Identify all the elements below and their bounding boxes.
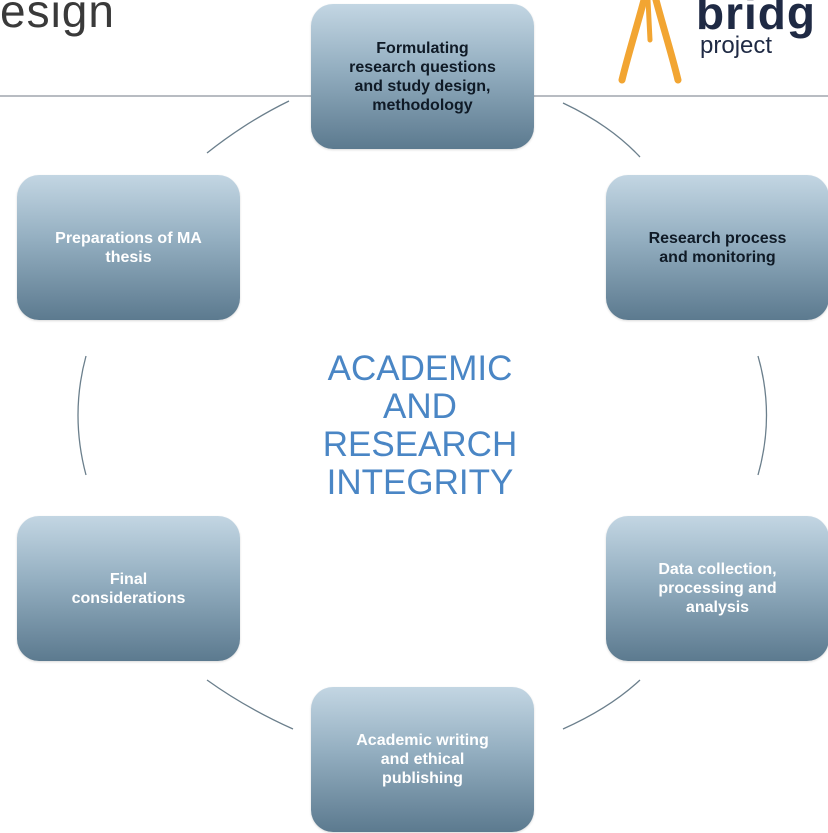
node-label: Formulating research questions and study… [349, 39, 496, 114]
connector-2-3 [757, 355, 768, 476]
connector-5-6 [77, 355, 87, 476]
connector-3-4 [562, 679, 641, 730]
connector-6-1 [206, 100, 290, 154]
logo-arc-icon [618, 0, 682, 84]
connector-1-2 [562, 102, 641, 158]
node-label: Preparations of MA thesis [55, 229, 202, 266]
page-title: esign [0, 0, 115, 37]
node-label: Data collection, processing and analysis [658, 561, 777, 616]
cycle-node-research-process: Research process and monitoring [606, 175, 828, 320]
node-label: Research process and monitoring [648, 229, 787, 266]
cycle-node-ma-thesis: Preparations of MA thesis [17, 175, 240, 320]
node-label: Academic writing and ethical publishing [356, 732, 489, 787]
cycle-node-formulating-research: Formulating research questions and study… [311, 4, 534, 149]
connector-4-5 [206, 679, 294, 730]
center-label: ACADEMIC AND RESEARCH INTEGRITY [322, 349, 518, 502]
cycle-node-final-considerations: Final considerations [17, 516, 240, 661]
bridge-project-logo: bridg project [612, 0, 828, 84]
cycle-node-data-collection: Data collection, processing and analysis [606, 516, 828, 661]
logo-subtitle: project [700, 32, 773, 59]
cycle-node-academic-writing: Academic writing and ethical publishing [311, 687, 534, 832]
node-label: Final considerations [71, 570, 186, 607]
logo-wordmark: bridg [696, 0, 816, 39]
